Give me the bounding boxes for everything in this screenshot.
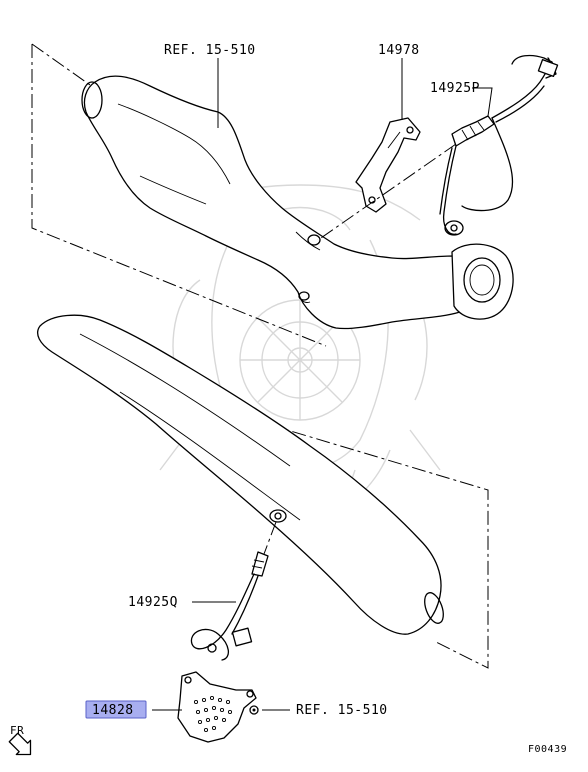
oxygen-sensor-14925q <box>190 509 287 661</box>
bolt <box>249 705 259 715</box>
center-exhaust-pipe <box>37 314 444 635</box>
label-part-14925q[interactable]: 14925Q <box>128 595 178 610</box>
front-exhaust-pipe <box>81 75 514 330</box>
figure-id: F00439 <box>528 744 567 755</box>
leader-14925p <box>472 87 493 117</box>
label-ref-top[interactable]: REF. 15-510 <box>164 43 256 58</box>
upper-group-dash-outline <box>31 43 327 347</box>
label-fr: FR <box>10 724 24 737</box>
part-14828-highlight <box>85 700 147 719</box>
label-ref-bottom[interactable]: REF. 15-510 <box>296 703 388 718</box>
heat-protector-14828 <box>177 671 257 743</box>
label-part-14925p[interactable]: 14925P <box>430 81 480 96</box>
heat-protector-perforations <box>193 695 233 733</box>
lower-group-dash-outline <box>37 329 489 669</box>
bracket-14978 <box>355 117 421 213</box>
front-direction-arrow <box>8 732 32 756</box>
label-part-14828[interactable]: 14828 <box>92 703 134 718</box>
label-part-14978[interactable]: 14978 <box>378 43 420 58</box>
oxygen-sensor-14925p <box>439 54 559 236</box>
sensor-p-install-line <box>317 143 457 241</box>
